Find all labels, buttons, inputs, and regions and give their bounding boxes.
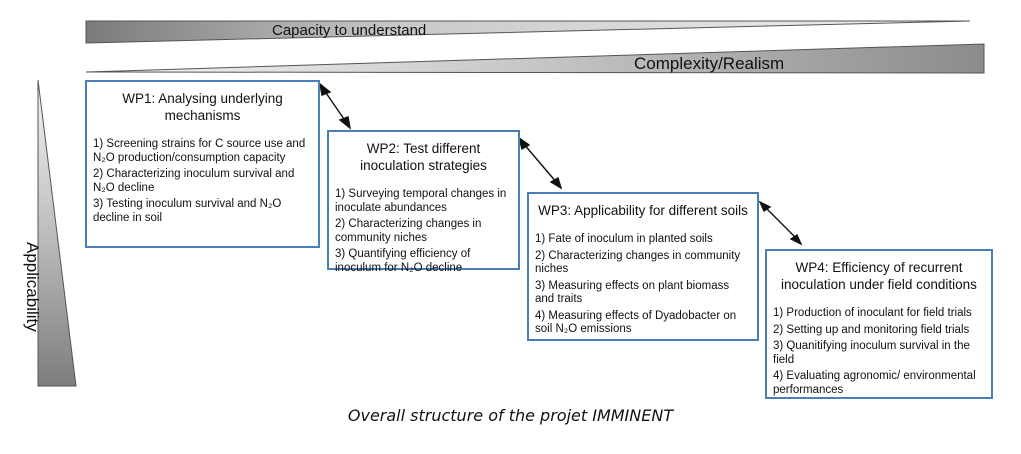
wp4-box: WP4: Efficiency of recurrent inoculation… xyxy=(765,249,993,399)
capacity-label: Capacity to understand xyxy=(272,22,427,39)
arrowhead xyxy=(517,136,531,151)
wp1-item-2: 2) Characterizing inoculum survival and … xyxy=(93,168,295,194)
wp1-box: WP1: Analysing underlying mechanisms 1) … xyxy=(85,80,320,248)
wp3-box: WP3: Applicability for different soils 1… xyxy=(527,192,759,341)
wp4-item-2: 2) Setting up and monitoring field trial… xyxy=(773,323,970,336)
wp1-title: WP1: Analysing underlying mechanisms xyxy=(122,91,283,123)
complexity-label: Complexity/Realism xyxy=(634,54,785,73)
arrowhead xyxy=(758,200,772,213)
arrowhead xyxy=(338,116,352,130)
wp2-item-1: 1) Surveying temporal changes in inocula… xyxy=(335,188,507,214)
arrow-wp3-wp4 xyxy=(763,205,798,240)
wp4-title: WP4: Efficiency of recurrent inoculation… xyxy=(781,260,977,292)
arrowhead xyxy=(789,233,803,246)
capacity-wedge xyxy=(85,20,971,44)
applicability-label: Applicability xyxy=(23,242,42,332)
wp3-item-1: 1) Fate of inoculum in planted soils xyxy=(535,233,713,245)
wp3-item-4: 4) Measuring effects of Dyadobacter on s… xyxy=(535,309,737,336)
wp4-item-3: 3) Quanitifying inoculum survival in the… xyxy=(773,340,970,366)
arrow-wp2-wp3 xyxy=(522,142,558,184)
arrowhead xyxy=(318,82,332,96)
applicability-wedge xyxy=(37,79,77,387)
arrow-wp1-wp2 xyxy=(323,89,347,123)
wp4-item-4: 4) Evaluating agronomic/ environmental p… xyxy=(773,370,976,396)
wp2-title: WP2: Test different inoculation strategi… xyxy=(360,141,487,173)
wp2-box: WP2: Test different inoculation strategi… xyxy=(327,130,520,274)
wp3-item-2: 2) Characterizing changes in community n… xyxy=(535,249,741,276)
complexity-wedge xyxy=(85,43,985,74)
connector-arrows xyxy=(318,82,803,246)
arrowhead xyxy=(549,176,563,190)
wp3-title: WP3: Applicability for different soils xyxy=(538,203,748,218)
figure-caption: Overall structure of the projet IMMINENT xyxy=(347,406,674,425)
wp2-item-3: 3) Quantifying efficiency of inoculum fo… xyxy=(335,248,471,274)
wp3-item-3: 3) Measuring effects on plant biomass an… xyxy=(535,279,730,306)
wp1-item-3: 3) Testing inoculum survival and N₂O dec… xyxy=(93,198,282,224)
wp4-item-1: 1) Production of inoculant for field tri… xyxy=(773,307,972,319)
wp1-item-1: 1) Screening strains for C source use an… xyxy=(93,138,306,164)
wp2-item-2: 2) Characterizing changes in community n… xyxy=(335,218,482,244)
